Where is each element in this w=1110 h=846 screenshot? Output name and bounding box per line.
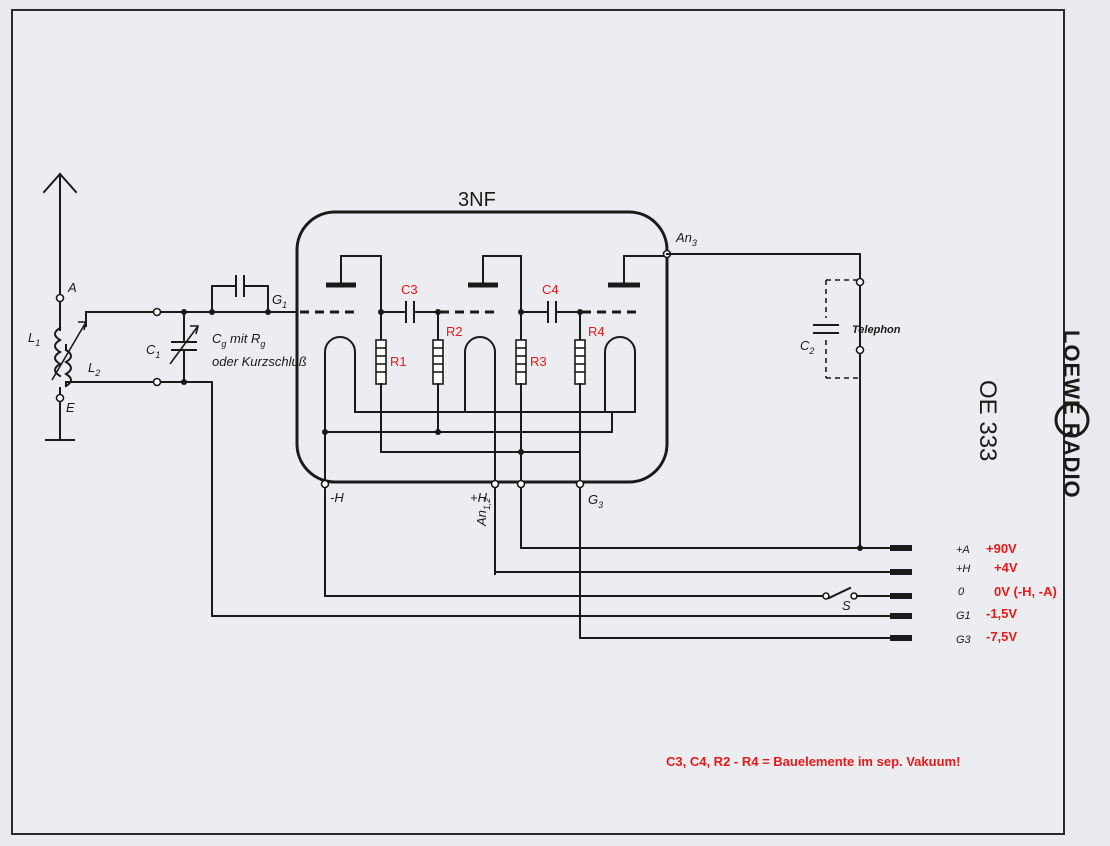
terminal-name-g3: G3 [956, 634, 972, 646]
label-switch: S [842, 598, 851, 613]
label-earth: E [66, 400, 75, 415]
pin-plus-h [490, 479, 500, 489]
label-an12: An1,2 [474, 498, 492, 527]
capacitor-cg [225, 275, 269, 297]
antenna-terminal [55, 293, 65, 303]
label-l2: L2 [88, 360, 100, 378]
pin-minus-h [320, 479, 330, 489]
model-number: OE 333 [974, 380, 1001, 461]
loewe-radio-logo: LOEWE RADIO [1054, 330, 1090, 499]
filament-3 [494, 336, 636, 413]
label-cg-alt: oder Kurzschluß [212, 354, 307, 369]
label-plus-h: +H [470, 490, 488, 505]
label-minus-h: -H [330, 490, 344, 505]
label-cg: Cg mit Rg [212, 331, 265, 349]
antenna-symbol [42, 172, 78, 331]
label-c1: C1 [146, 342, 160, 360]
pin-g3 [575, 479, 585, 489]
capacitor-c2 [813, 324, 839, 334]
terminal-voltage-h: +4V [994, 560, 1018, 575]
resistor-r2 [432, 311, 444, 433]
terminal-voltage-a: +90V [986, 541, 1017, 556]
telephone-terminal-bottom [855, 345, 865, 355]
resistor-r1 [375, 311, 387, 453]
capacitor-c3 [380, 301, 439, 323]
terminal-plugs [890, 545, 912, 641]
label-r4: R4 [588, 324, 605, 339]
svg-text:LOEWE RADIO: LOEWE RADIO [1059, 330, 1084, 499]
terminal-voltage-0: 0V (-H, -A) [994, 584, 1057, 599]
terminal-name-h: +H [956, 563, 970, 575]
label-c3: C3 [401, 282, 418, 297]
label-r1: R1 [390, 354, 407, 369]
anode-3 [608, 255, 668, 288]
label-r2: R2 [446, 324, 463, 339]
label-an3: An3 [675, 230, 697, 248]
earth-terminal [55, 393, 65, 403]
tube-name: 3NF [458, 189, 496, 211]
tube-envelope [295, 210, 669, 484]
label-l1: L1 [28, 330, 40, 348]
label-telephon: Telephon [852, 324, 901, 336]
switch-s [822, 586, 896, 600]
terminal-voltage-g1: -1,5V [986, 606, 1017, 621]
label-g1: G1 [272, 292, 287, 310]
terminal-name-0: 0 [958, 586, 965, 598]
page-border [11, 9, 1065, 835]
c1-terminal-top [152, 307, 162, 317]
anode-2 [468, 255, 522, 313]
terminal-name-a: +A [956, 544, 970, 556]
note-text: C3, C4, R2 - R4 = Bauelemente im sep. Va… [666, 754, 960, 769]
c1-terminal-bottom [152, 377, 162, 387]
terminal-voltage-g3: -7,5V [986, 629, 1017, 644]
anode-1 [326, 255, 382, 313]
label-g3: G3 [588, 492, 603, 510]
capacitor-c1 [169, 311, 200, 383]
label-c2: C2 [800, 338, 814, 356]
pin-an12 [516, 479, 526, 489]
label-antenna: A [67, 280, 77, 295]
label-r3: R3 [530, 354, 547, 369]
filament-2 [464, 336, 496, 575]
anode-supply-line [666, 253, 896, 549]
capacitor-c4 [520, 301, 581, 323]
label-c4: C4 [542, 282, 559, 297]
filament-1 [324, 336, 496, 483]
resistor-r3 [515, 311, 527, 487]
coil-l1-l2 [51, 321, 88, 388]
resistor-r4 [574, 311, 586, 487]
terminal-name-g1: G1 [956, 610, 971, 622]
